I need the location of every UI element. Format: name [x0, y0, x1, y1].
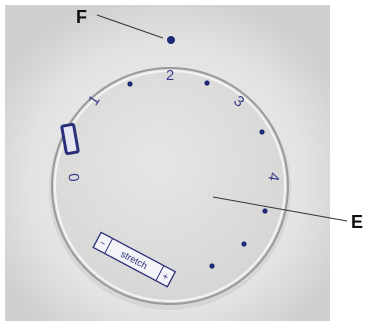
dial-number-2: 2 — [166, 67, 174, 84]
callout-f: F — [76, 7, 87, 27]
scale-dot — [204, 80, 210, 86]
scale-dot — [262, 208, 268, 214]
frost-protection-marker — [60, 122, 80, 156]
dial-ring-highlight — [54, 70, 286, 302]
scale-dots — [127, 80, 268, 269]
stretch-label: − stretch + — [92, 231, 177, 288]
scale-dot — [241, 241, 247, 247]
leader-line-f — [96, 14, 164, 39]
scale-dot — [209, 263, 215, 269]
position-marker-dot — [167, 36, 175, 44]
leader-line-e — [212, 196, 348, 222]
scale-dot — [259, 129, 265, 135]
dial-number-4: 4 — [264, 171, 282, 182]
callout-e: E — [351, 212, 363, 232]
scale-dot — [127, 81, 133, 87]
temperature-dial[interactable]: 2 3 4 1 0 − stretch + — [49, 67, 291, 310]
stretch-plus: + — [160, 271, 170, 284]
stretch-minus: − — [97, 238, 107, 251]
dial-number-0: 0 — [66, 172, 84, 182]
